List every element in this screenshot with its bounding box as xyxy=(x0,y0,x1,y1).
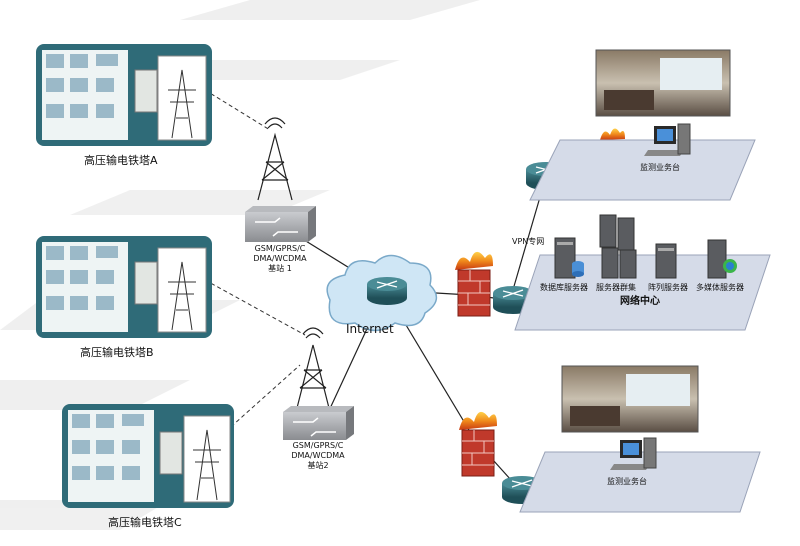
firewall-icon xyxy=(455,251,493,317)
monitor-room-label-top: 监测业务台 xyxy=(640,163,680,172)
site-panel-b xyxy=(36,236,212,338)
server-label-multimedia: 多媒体服务器 xyxy=(696,283,744,292)
site-panel-a xyxy=(36,44,212,146)
server-label-database: 数据库服务器 xyxy=(540,283,588,292)
base-station-switch-icon xyxy=(245,206,316,242)
base-station-2-line3: 基站2 xyxy=(307,461,329,470)
multimedia-server-icon xyxy=(707,239,737,279)
site-label-a: 高压输电铁塔A xyxy=(84,154,158,167)
data-center-title: 网络中心 xyxy=(620,296,660,307)
database-server-icon xyxy=(554,237,584,279)
server-cluster-icon xyxy=(599,214,637,279)
server-label-array: 阵列服务器 xyxy=(648,283,688,292)
site-panel-c xyxy=(62,404,234,508)
base-station-2-line2: DMA/WCDMA xyxy=(291,451,345,460)
base-station-switch-icon xyxy=(283,406,354,440)
control-room-photo xyxy=(595,49,731,117)
array-server-icon xyxy=(655,243,677,279)
base-station-2-label: GSM/GPRS/C DMA/WCDMA 基站2 xyxy=(276,441,360,471)
monitor-room-platform-bottom xyxy=(519,451,761,513)
base-station-1-line3: 基站 1 xyxy=(268,264,292,273)
base-station-1-line2: DMA/WCDMA xyxy=(253,254,307,263)
base-station-1-line1: GSM/GPRS/C xyxy=(254,244,306,253)
control-room-photo xyxy=(561,365,699,433)
workstation-icon xyxy=(610,437,657,470)
workstation-icon xyxy=(644,123,691,156)
vpn-label: VPN专网 xyxy=(512,237,545,246)
radio-tower-icon xyxy=(257,117,293,201)
monitor-room-label-bottom: 监测业务台 xyxy=(607,477,647,486)
firewall-icon xyxy=(459,411,497,477)
base-station-1-label: GSM/GPRS/C DMA/WCDMA 基站 1 xyxy=(238,244,322,274)
site-label-c: 高压输电铁塔C xyxy=(108,516,182,529)
server-label-cluster: 服务器群集 xyxy=(596,283,636,292)
router-icon xyxy=(367,277,407,305)
internet-label: Internet xyxy=(346,322,394,336)
site-label-b: 高压输电铁塔B xyxy=(80,346,154,359)
base-station-2-line1: GSM/GPRS/C xyxy=(292,441,344,450)
radio-tower-icon xyxy=(296,327,330,409)
